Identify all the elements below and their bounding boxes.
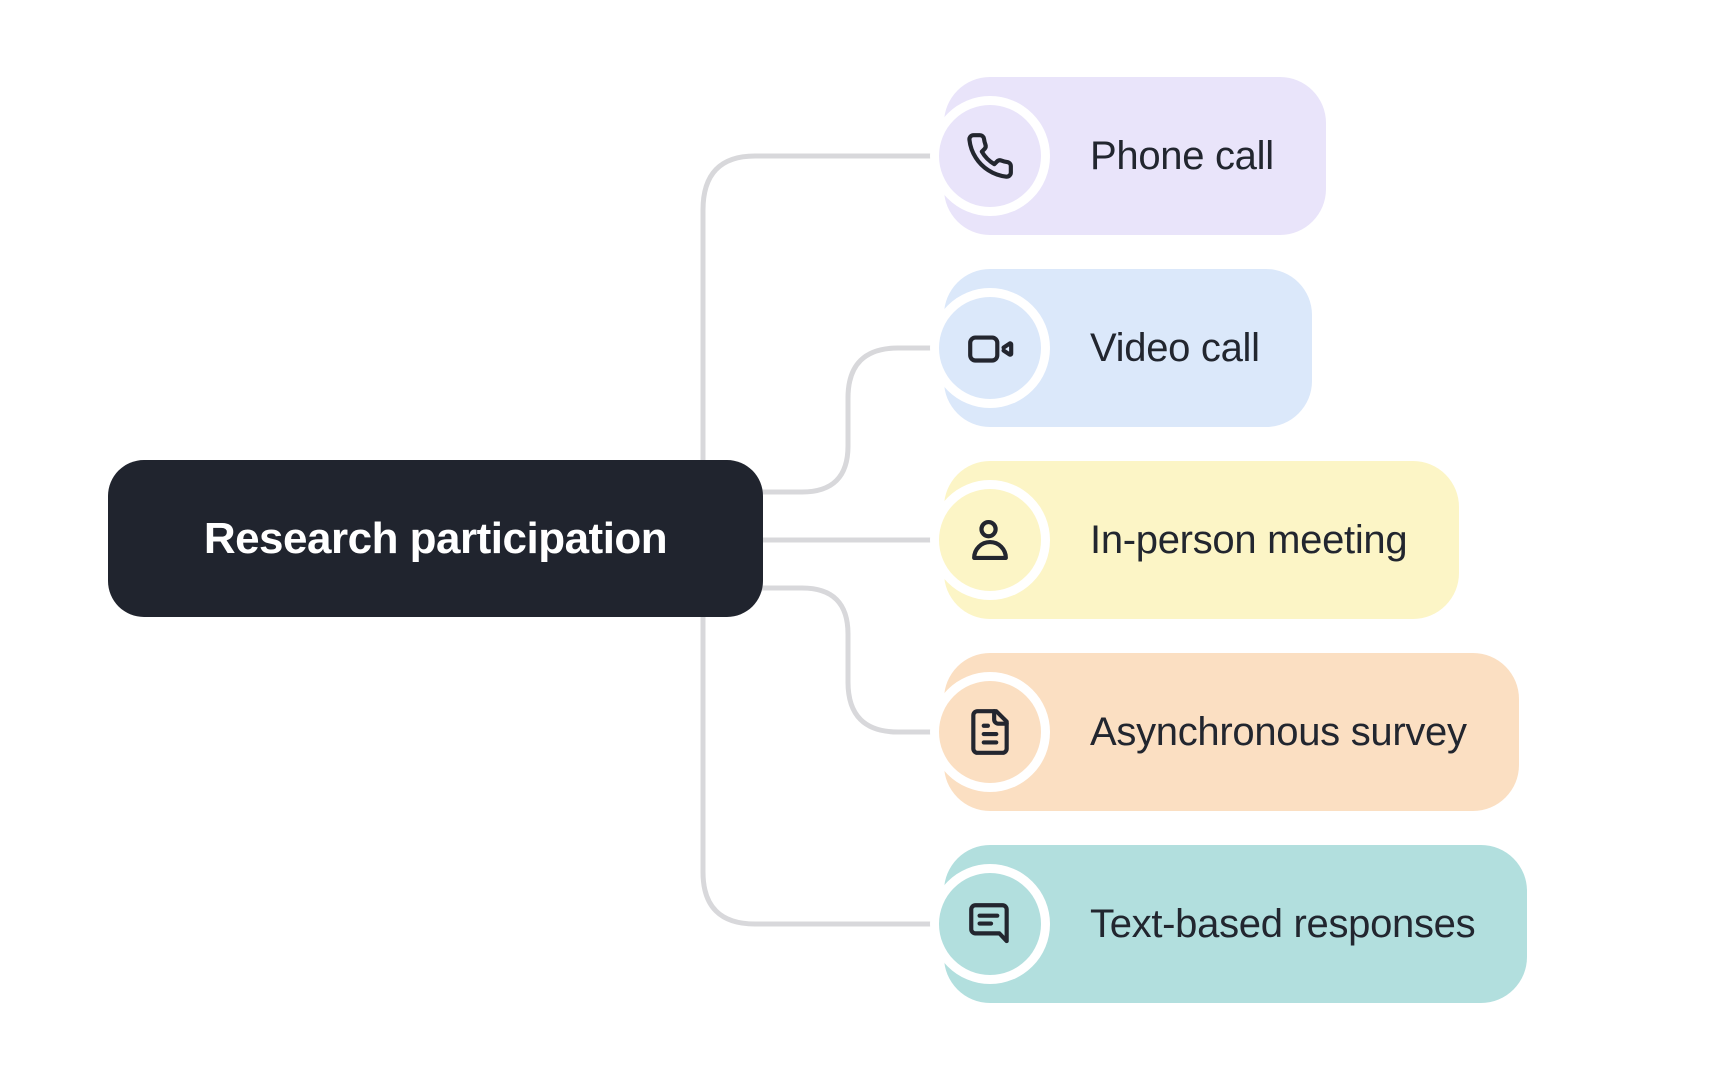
node-text-based-responses-badge[interactable] — [939, 873, 1041, 975]
node-label: Text-based responses — [1090, 901, 1476, 946]
phone-icon — [967, 133, 1013, 179]
root-node-label: Research participation — [203, 513, 668, 563]
node-video-call-badge[interactable] — [939, 297, 1041, 399]
chat-bubble-icon — [969, 903, 1009, 944]
person-icon — [972, 520, 1008, 560]
connector-asynchronous-survey — [757, 585, 937, 735]
node-label: Phone call — [1090, 133, 1274, 178]
video-camera-icon — [968, 335, 1014, 363]
document-icon — [971, 709, 1009, 755]
node-label: Video call — [1090, 325, 1260, 370]
node-in-person-meeting-badge[interactable] — [939, 489, 1041, 591]
node-phone-call-badge[interactable] — [939, 105, 1041, 207]
node-asynchronous-survey-badge[interactable] — [939, 681, 1041, 783]
connector-phone-call — [700, 153, 937, 555]
connector-video-call — [757, 345, 937, 495]
node-text-based-responses-pill[interactable]: Text-based responses — [944, 845, 1528, 1003]
node-label: In-person meeting — [1090, 517, 1408, 562]
connector-text-based-responses — [700, 549, 937, 927]
node-label: Asynchronous survey — [1090, 709, 1467, 754]
root-node-research-participation[interactable]: Research participation — [108, 460, 763, 617]
